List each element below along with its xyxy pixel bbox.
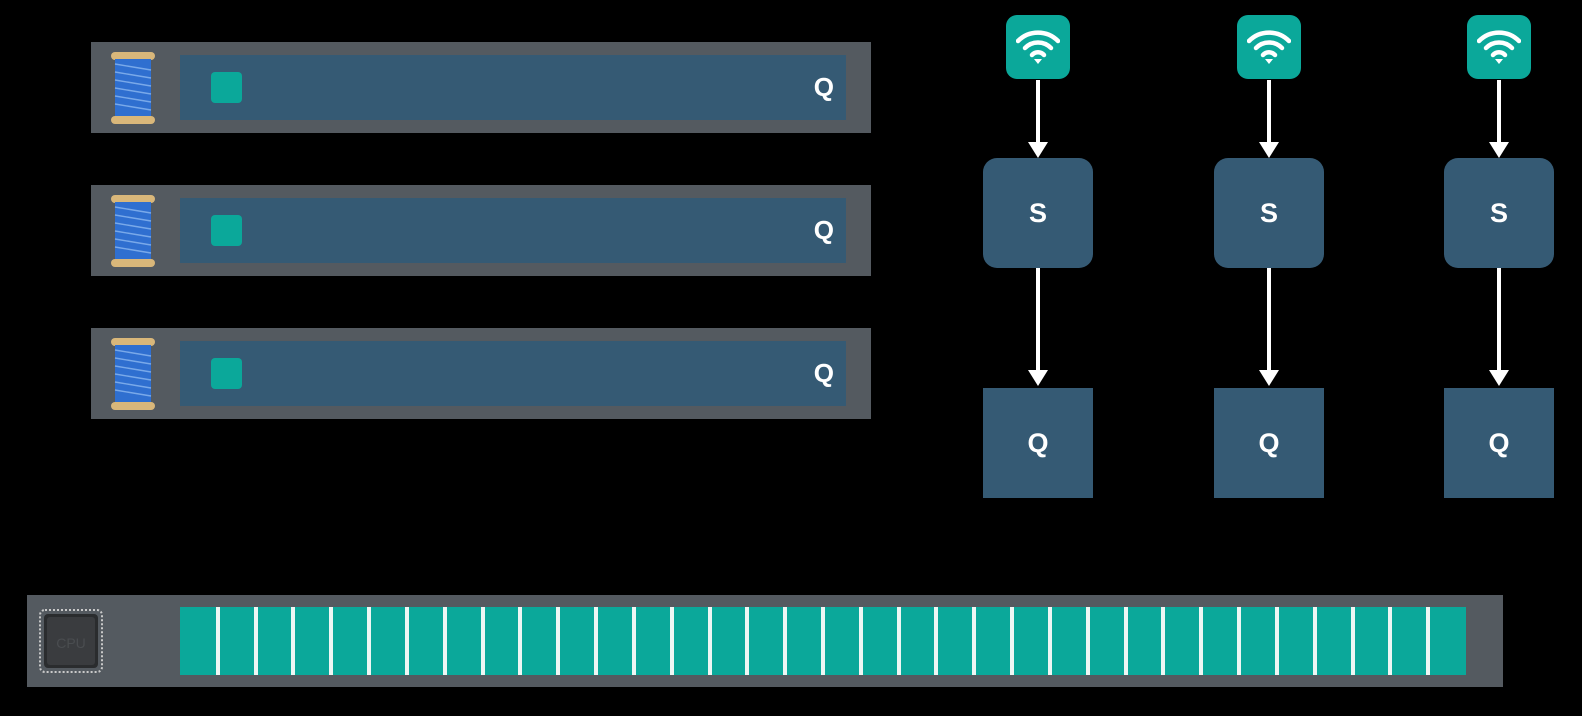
arrowhead [1259, 142, 1279, 158]
queue-box: Q [1214, 388, 1324, 498]
cpu-core-divider [897, 607, 901, 675]
cpu-core-divider [329, 607, 333, 675]
cpu-core-divider [1275, 607, 1279, 675]
cpu-core-divider [254, 607, 258, 675]
queue-bar: Q [180, 198, 846, 263]
cpu-core-divider [1199, 607, 1203, 675]
cpu-core-strip [180, 607, 1466, 675]
cpu-bar: CPU [27, 595, 1503, 687]
cpu-core-divider [783, 607, 787, 675]
cpu-core-divider [594, 607, 598, 675]
cpu-core-divider [1161, 607, 1165, 675]
queue-bar: Q [180, 55, 846, 120]
cpu-core-divider [443, 607, 447, 675]
cpu-core-divider [405, 607, 409, 675]
source-box: S [1444, 158, 1554, 268]
cpu-core-divider [632, 607, 636, 675]
cpu-core-divider [670, 607, 674, 675]
arrowhead [1028, 142, 1048, 158]
work-item [211, 72, 242, 103]
cpu-core-divider [708, 607, 712, 675]
cpu-core-divider [1048, 607, 1052, 675]
arrowhead [1489, 370, 1509, 386]
cpu-core-divider [367, 607, 371, 675]
spool-of-thread-icon [111, 338, 155, 410]
cpu-core-divider [1351, 607, 1355, 675]
cpu-core-divider [518, 607, 522, 675]
cpu-core-divider [1388, 607, 1392, 675]
wifi-glyph [1247, 30, 1291, 64]
cpu-core-divider [1426, 607, 1430, 675]
cpu-core-divider [291, 607, 295, 675]
cpu-core-divider [859, 607, 863, 675]
cpu-core-divider [1086, 607, 1090, 675]
cpu-core-divider [1124, 607, 1128, 675]
spool-of-thread-icon [111, 52, 155, 124]
cpu-chip-icon: CPU [39, 609, 103, 673]
cpu-core-divider [821, 607, 825, 675]
thread-row: Q [91, 328, 871, 419]
wifi-icon [1006, 15, 1070, 79]
cpu-core-divider [1237, 607, 1241, 675]
arrowhead [1028, 370, 1048, 386]
cpu-chip-label: CPU [56, 635, 86, 651]
wifi-icon [1467, 15, 1531, 79]
cpu-core-divider [481, 607, 485, 675]
arrowhead [1489, 142, 1509, 158]
cpu-core-divider [972, 607, 976, 675]
queue-label: Q [813, 72, 834, 102]
wifi-glyph [1477, 30, 1521, 64]
source-box: S [1214, 158, 1324, 268]
arrowhead [1259, 370, 1279, 386]
queue-box: Q [1444, 388, 1554, 498]
queue-label: Q [813, 215, 834, 245]
cpu-core-divider [1313, 607, 1317, 675]
cpu-core-divider [934, 607, 938, 675]
cpu-core-divider [216, 607, 220, 675]
queue-bar: Q [180, 341, 846, 406]
wifi-icon [1237, 15, 1301, 79]
thread-row: Q [91, 42, 871, 133]
thread-row: Q [91, 185, 871, 276]
source-box: S [983, 158, 1093, 268]
wifi-glyph [1016, 30, 1060, 64]
work-item [211, 358, 242, 389]
cpu-core-divider [556, 607, 560, 675]
queue-label: Q [813, 358, 834, 388]
spool-of-thread-icon [111, 195, 155, 267]
cpu-core-divider [1010, 607, 1014, 675]
cpu-core-divider [745, 607, 749, 675]
queue-box: Q [983, 388, 1093, 498]
work-item [211, 215, 242, 246]
